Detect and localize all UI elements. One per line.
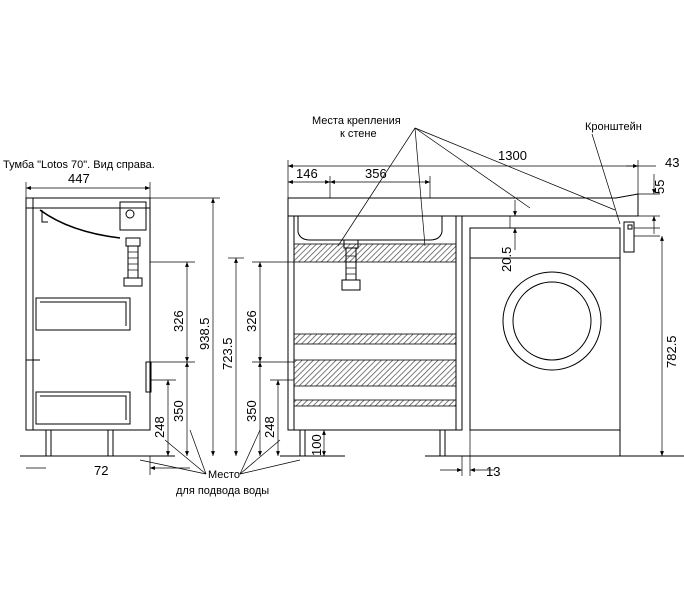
dim-front-13: 13 (486, 464, 500, 479)
dim-front-782-5: 782.5 (664, 335, 679, 368)
dim-side-350: 350 (171, 400, 186, 422)
water-inlet-label-1: Место (208, 469, 240, 481)
dim-front-55: 55 (652, 180, 667, 194)
mount-points-label-2: к стене (340, 128, 377, 140)
dim-side-326: 326 (171, 310, 186, 332)
dim-side-723-5: 723.5 (220, 337, 235, 370)
dim-front-146: 146 (296, 166, 318, 181)
dim-front-248: 248 (262, 416, 277, 438)
dim-front-20-5: 20.5 (499, 247, 514, 272)
bracket-label: Кронштейн (585, 121, 642, 133)
side-view-title: Тумба "Lotos 70". Вид справа. (3, 159, 155, 171)
dim-front-100: 100 (309, 434, 324, 456)
dim-side-width: 447 (68, 171, 90, 186)
dim-front-43: 43 (665, 155, 679, 170)
mount-points-label-1: Места крепления (312, 115, 401, 127)
water-inlet-label-2: для подвода воды (176, 485, 269, 497)
front-view: Места крепления к стене Кронштейн 1300 1… (139, 115, 684, 497)
side-view: Тумба "Lotos 70". Вид справа. 447 (3, 159, 244, 478)
dim-front-1300: 1300 (498, 148, 527, 163)
dim-side-938-5: 938.5 (197, 317, 212, 350)
dim-front-356: 356 (365, 166, 387, 181)
dim-front-326: 326 (244, 310, 259, 332)
dim-side-72: 72 (94, 463, 108, 478)
dim-side-248: 248 (152, 416, 167, 438)
dim-front-350: 350 (244, 400, 259, 422)
